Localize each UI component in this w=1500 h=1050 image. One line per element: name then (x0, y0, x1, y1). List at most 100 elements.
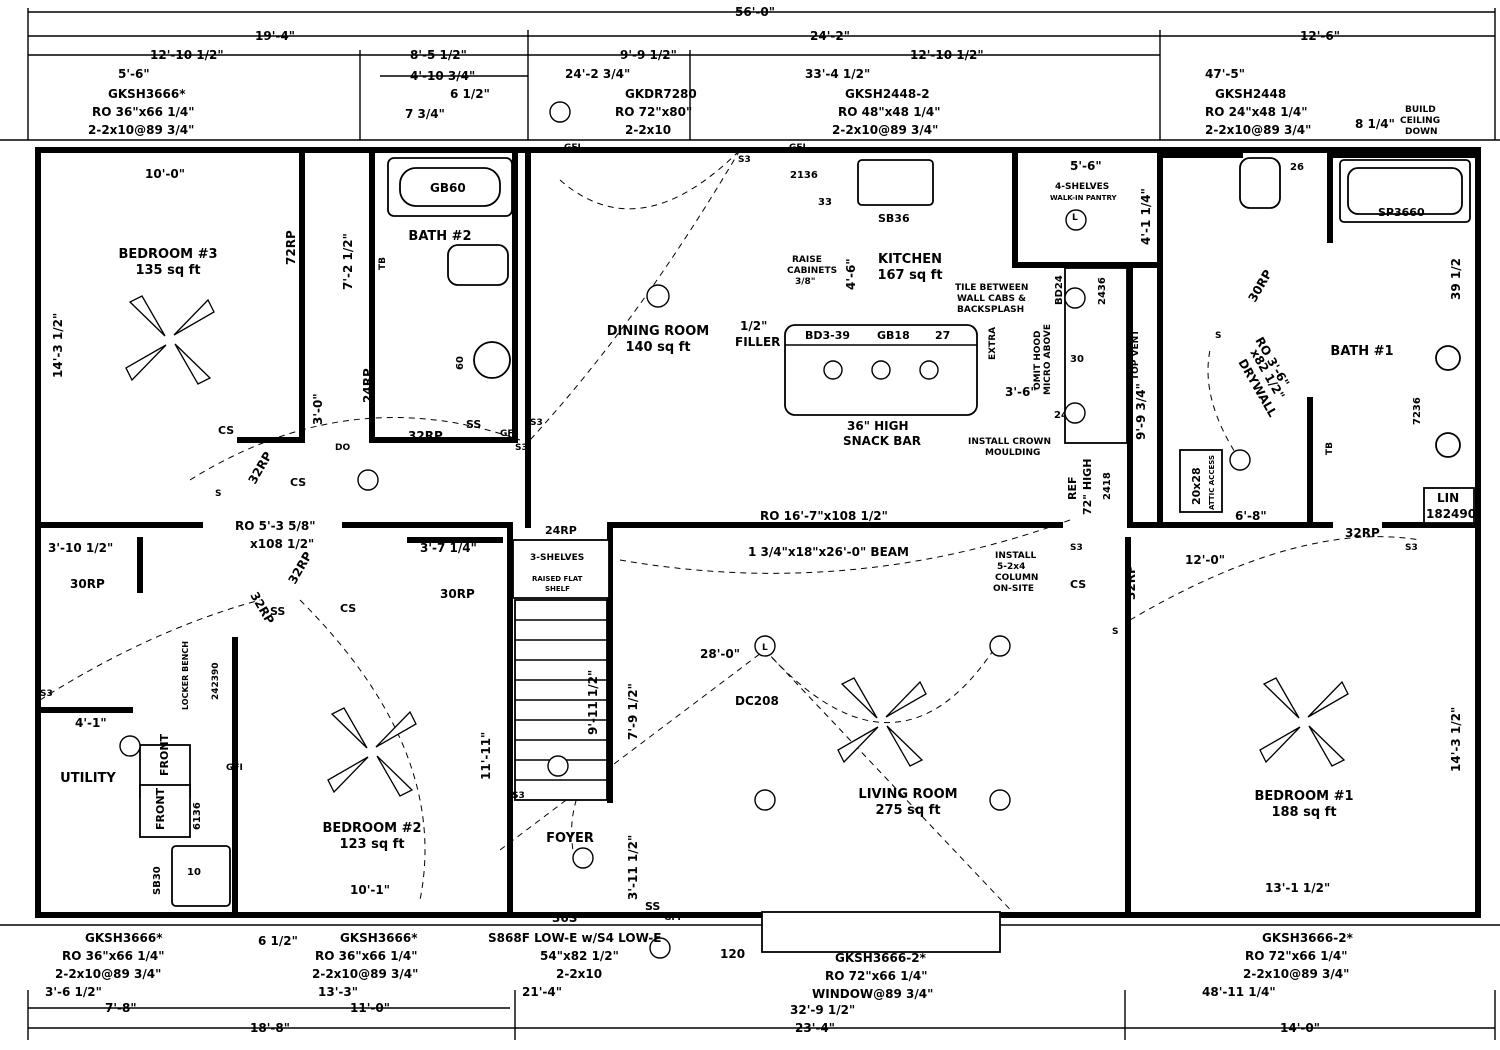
note-install2: 5-2x4 (997, 562, 1025, 572)
fixture-26: 26 (1290, 162, 1304, 173)
symbol-gfi-5: GFI (664, 913, 681, 923)
light-exterior-1 (549, 101, 571, 123)
symbol-gfi-1: GFI (564, 143, 581, 153)
dim-pantry-width: 5'-6" (1070, 159, 1102, 173)
fixture-sp3660: SP3660 (1378, 206, 1425, 219)
window-top-3-header: 2-2x10@89 3/4" (832, 123, 938, 137)
light-exterior-2 (649, 937, 671, 959)
room-bedroom1-name: BEDROOM #1 (1254, 789, 1353, 804)
dim-bottom-pos6: 6 1/2" (258, 934, 298, 948)
note-lin2: 182490 (1426, 507, 1476, 521)
room-bedroom1-area: 188 sq ft (1271, 805, 1336, 820)
note-ref: REF (1066, 477, 1079, 501)
symbol-cs-4: CS (1070, 578, 1086, 591)
room-living-name: LIVING ROOM (858, 787, 957, 802)
note-attic2: ATTIC ACCESS (1208, 455, 1216, 510)
fan-living-icon (837, 677, 927, 767)
note-filler2: FILLER (735, 335, 780, 349)
fixture-24: 24 (1054, 410, 1068, 421)
window-bottom-5-header: 2-2x10@89 3/4" (1243, 967, 1349, 981)
symbol-s-2: S (1112, 627, 1118, 637)
fixture-sb30: SB30 (152, 866, 163, 895)
note-install: INSTALL (995, 551, 1037, 561)
door-label-32rp-3: 32RP (1345, 526, 1380, 540)
window-bottom-4-ro: RO 72"x66 1/4" (825, 969, 928, 983)
symbol-s3-3: S3 (515, 443, 528, 453)
note-ro-bed3: RO 5'-3 5/8" (235, 519, 315, 533)
note-top-vent: TOP VENT (1131, 329, 1141, 380)
note-ceiling: BUILD (1405, 105, 1436, 115)
dim-top-subdim2: 6 1/2" (450, 87, 490, 101)
room-bedroom2-name: BEDROOM #2 (322, 821, 421, 836)
door-label-32rp-4: 32RP (1124, 565, 1138, 600)
note-raise: RAISE (792, 255, 822, 265)
room-utility-name: UTILITY (60, 771, 116, 786)
dim-top-seg1: 19'-4" (255, 29, 295, 43)
note-ref2: 72" HIGH (1081, 459, 1094, 515)
window-top-2-header: 2-2x10 (625, 123, 671, 137)
window-top-1-code: GKSH3666* (108, 87, 186, 101)
dim-bath1-closet: 6'-8" (1235, 509, 1267, 523)
door-labels: 72RP 24RP 32RP 32RP 30RP 30RP 30RP 32RP … (70, 230, 1380, 627)
dim-pantry-depth: 4'-1 1/4" (1139, 188, 1153, 245)
dim-top-subdim1: 4'-10 3/4" (410, 69, 475, 83)
room-bedroom2-area: 123 sq ft (339, 837, 404, 852)
light-island-3 (919, 360, 939, 380)
fixture-2136: 2136 (790, 170, 818, 181)
note-pantry: 4-SHELVES (1055, 182, 1109, 192)
window-bottom-4-header: WINDOW@89 3/4" (812, 987, 933, 1001)
dim-bath1-vanity: 39 1/2 (1449, 258, 1463, 300)
symbol-ss-3: SS (645, 900, 660, 913)
room-dining-name: DINING ROOM (607, 324, 709, 339)
window-top-4-ro: RO 24"x48 1/4" (1205, 105, 1308, 119)
window-top-2-ro: RO 72"x80" (615, 105, 692, 119)
dim-utility-width: 4'-1" (75, 716, 107, 730)
dim-bed1-width: 13'-1 1/2" (1265, 881, 1330, 895)
note-tile3: BACKSPLASH (957, 305, 1024, 315)
window-top-3-ro: RO 48"x48 1/4" (838, 105, 941, 119)
electrical-symbols: GFI GFI GFI GFI GFI CS CS CS CS SS SS SS… (40, 143, 1418, 923)
dim-bottom-pos3: 21'-4" (522, 985, 562, 999)
fixture-33: 33 (818, 197, 832, 208)
door-label-30rp-1: 30RP (70, 577, 105, 591)
dim-bottom-pos7: 120 (720, 947, 745, 961)
note-tile: TILE BETWEEN (955, 283, 1028, 293)
symbol-gfi-4: GFI (226, 763, 243, 773)
dim-bottom-seg3: 14'-0" (1280, 1021, 1320, 1035)
light-hall (357, 469, 379, 491)
window-bottom-1-header: 2-2x10@89 3/4" (55, 967, 161, 981)
note-ceiling2: CEILING (1400, 116, 1440, 126)
dim-bed1-offset: 12'-0" (1185, 553, 1225, 567)
symbol-s3-6: S3 (512, 791, 525, 801)
window-top-4-pos: 47'-5" (1205, 67, 1245, 81)
dim-foyer-depth: 3'-11 1/2" (626, 835, 640, 900)
window-bottom-2-header: 2-2x10@89 3/4" (312, 967, 418, 981)
symbol-ss-1: SS (466, 418, 481, 431)
note-raise3: 3/8" (795, 277, 816, 287)
dim-bottom-pos5: 48'-11 1/4" (1202, 985, 1276, 999)
dim-bed1-depth: 14'-3 1/2" (1449, 707, 1463, 772)
dim-bottom-sub1: 7'-8" (105, 1001, 137, 1015)
light-living-3 (754, 789, 776, 811)
note-attic: 20x28 (1190, 467, 1203, 505)
window-callouts-top: 5'-6" GKSH3666* RO 36"x66 1/4" 2-2x10@89… (88, 67, 1311, 137)
light-stair (547, 755, 569, 777)
dim-top-sub2: 8'-5 1/2" (410, 48, 467, 62)
dim-top-subdim3: 7 3/4" (405, 107, 445, 121)
window-bottom-5-ro: RO 72"x66 1/4" (1245, 949, 1348, 963)
window-top-3-code: GKSH2448-2 (845, 87, 930, 101)
light-living-1 (754, 635, 776, 657)
door-label-72rp: 72RP (284, 230, 298, 265)
fixture-bd24: BD24 (1054, 275, 1065, 305)
window-bottom-3-code: S868F LOW-E w/S4 LOW-E (488, 931, 661, 945)
note-filler: 1/2" (740, 319, 767, 333)
dim-bottom-pos2: 13'-3" (318, 985, 358, 999)
window-bottom-2-code: GKSH3666* (340, 931, 418, 945)
room-bedroom3-name: BEDROOM #3 (118, 247, 217, 262)
dim-overall-top: 56'-0" (735, 5, 775, 19)
door-label-24rp: 24RP (361, 368, 375, 403)
light-foyer (572, 847, 594, 869)
symbol-l-1: L (1072, 213, 1078, 223)
door-label-32rp-6: 32RP (285, 549, 315, 586)
room-bath2-name: BATH #2 (408, 229, 471, 244)
